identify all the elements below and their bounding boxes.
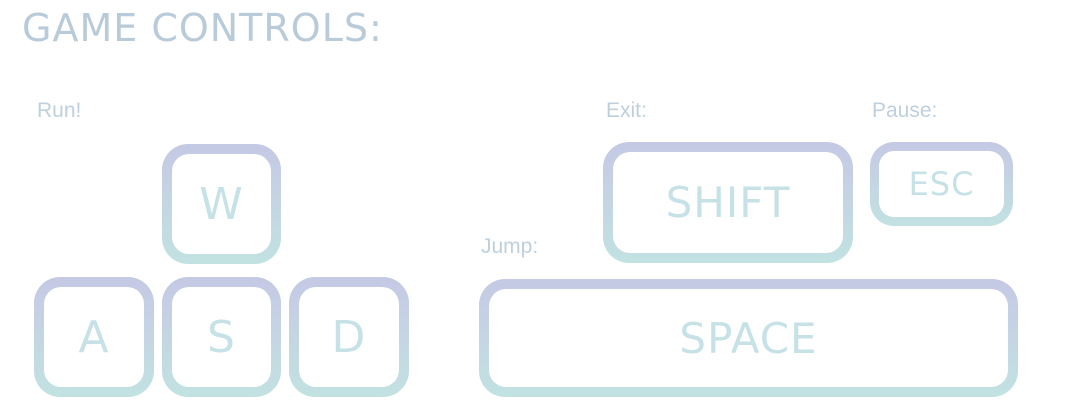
run-caption: Run!	[37, 99, 82, 122]
w-key-label: W	[199, 178, 244, 230]
pause-caption: Pause:	[872, 99, 938, 122]
w-key[interactable]: W	[162, 144, 281, 264]
esc-key[interactable]: ESC	[870, 142, 1013, 226]
d-key[interactable]: D	[289, 277, 409, 397]
jump-caption: Jump:	[481, 235, 539, 258]
exit-caption: Exit:	[606, 99, 647, 122]
space-key[interactable]: SPACE	[479, 279, 1018, 397]
d-key-label: D	[331, 311, 367, 363]
space-key-label: SPACE	[679, 313, 818, 363]
esc-key-label: ESC	[908, 165, 975, 203]
s-key-label: S	[207, 311, 236, 363]
a-key[interactable]: A	[34, 277, 154, 397]
shift-key-label: SHIFT	[665, 178, 791, 227]
a-key-label: A	[78, 311, 110, 363]
shift-key[interactable]: SHIFT	[603, 142, 853, 263]
page-title: GAME CONTROLS:	[22, 6, 383, 50]
s-key[interactable]: S	[162, 277, 281, 397]
